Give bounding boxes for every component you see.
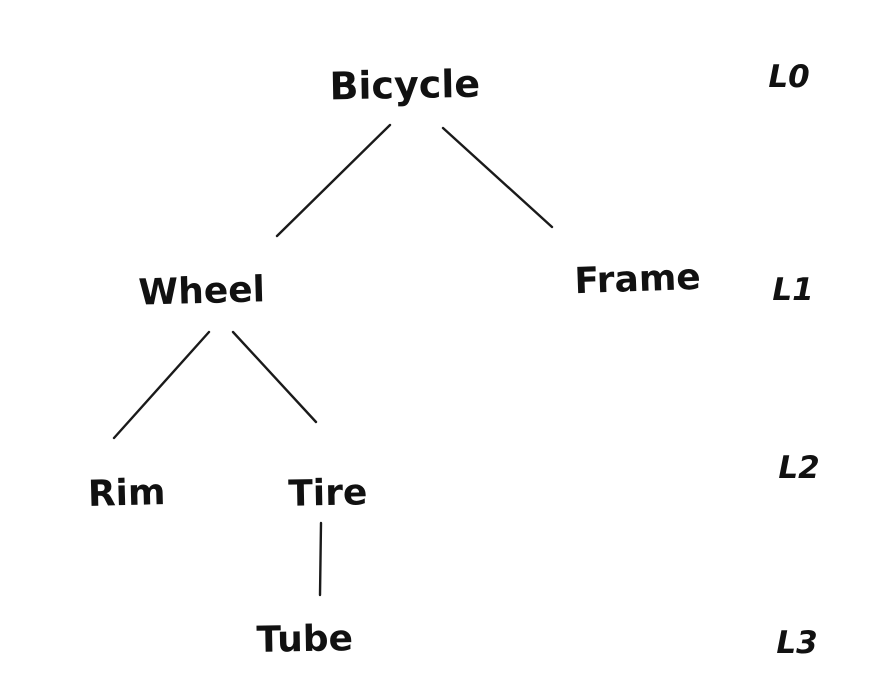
edge-bicycle-wheel [275, 123, 392, 238]
level-label-l1: L1 [772, 272, 813, 308]
node-bicycle: Bicycle [329, 62, 480, 109]
level-label-l2: L2 [778, 450, 819, 486]
level-label-l3: L3 [776, 625, 817, 661]
edge-bicycle-frame [441, 126, 554, 229]
edge-tire-tube [318, 521, 323, 597]
node-rim: Rim [87, 472, 166, 515]
edge-wheel-rim [112, 330, 211, 440]
node-tire: Tire [288, 472, 368, 514]
level-label-l0: L0 [768, 59, 809, 95]
node-wheel: Wheel [138, 269, 266, 313]
node-frame: Frame [574, 257, 702, 302]
edge-wheel-tire [231, 330, 318, 424]
node-tube: Tube [256, 618, 353, 661]
